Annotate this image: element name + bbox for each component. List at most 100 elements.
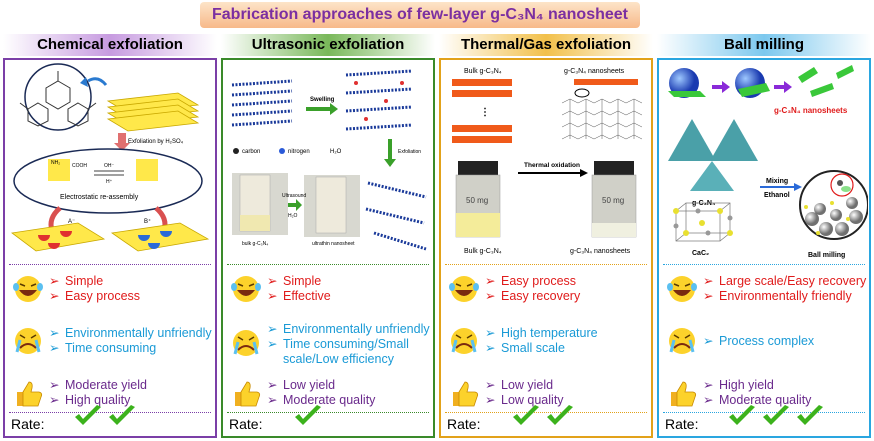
pros-group: ➢Easy process ➢Easy recovery (445, 274, 649, 308)
cooh-label: COOH (72, 163, 87, 169)
yield-item: ➢High quality (49, 393, 131, 407)
pro-item: ➢Simple (49, 274, 104, 288)
con-item: ➢Small scale (485, 341, 565, 355)
nanosheets-label: g-C₃N₄ nanosheets (774, 106, 848, 115)
svg-text:⋮: ⋮ (480, 107, 490, 118)
check-icon (797, 405, 823, 425)
yield-item: ➢Low quality (485, 393, 564, 407)
carbon-label: carbon (242, 149, 260, 155)
column-box: Exfoliation by H₂SO₄ NH₂ COOH OH⁻ H⁺ Ele… (3, 58, 217, 438)
separator (227, 264, 429, 265)
column-header: Ball milling (657, 34, 871, 56)
b-label: B⁺ (144, 218, 151, 225)
thumbs-up-icon (671, 381, 697, 407)
oh-label: OH⁻ (104, 163, 115, 169)
thumbs-up-icon (235, 381, 261, 407)
ethanol-label: Ethanol (764, 192, 790, 199)
column-header: Ultrasonic exfoliation (221, 34, 435, 56)
separator (663, 412, 865, 413)
pro-item: ➢Easy recovery (485, 289, 581, 303)
ballmilling-label: Ball milling (808, 252, 845, 259)
ultrathin-label: ultrathin nanosheet (312, 241, 355, 247)
laughing-emoji-icon (667, 276, 697, 302)
separator (227, 412, 429, 413)
separator (9, 412, 211, 413)
con-item: ➢Time consuming/Small scale/Low efficien… (267, 337, 409, 366)
rate-checks (511, 404, 579, 433)
separator (445, 412, 647, 413)
mg-label-1: 50 mg (466, 196, 488, 205)
column-chemical-exfoliation: Chemical exfoliation (3, 34, 217, 438)
laughing-emoji-icon (231, 276, 261, 302)
nano-bottom-label: g-C₃N₄ nanosheets (570, 248, 631, 255)
cons-group: ➢High temperature ➢Small scale (445, 326, 649, 360)
crying-emoji-icon (451, 328, 477, 354)
check-icon (513, 405, 539, 425)
chemical-exfoliation-figure: Exfoliation by H₂SO₄ NH₂ COOH OH⁻ H⁺ Ele… (10, 63, 210, 252)
con-item: ➢Time consuming (49, 341, 157, 355)
column-header: Thermal/Gas exfoliation (439, 34, 653, 56)
bulk-label: bulk g-C₃N₄ (242, 241, 268, 247)
pros-group: ➢Large scale/Easy recovery ➢Environmenta… (663, 274, 867, 308)
check-icon (75, 405, 101, 425)
column-ultrasonic-exfoliation: Ultrasonic exfoliation Swelling carbon n… (221, 34, 435, 438)
check-icon (109, 405, 135, 425)
page-title: Fabrication approaches of few-layer g-C₃… (200, 2, 640, 28)
ultrasonic-exfoliation-figure: Swelling carbon nitrogen H₂O Exfoliation… (231, 69, 427, 251)
yield-item: ➢Low yield (485, 378, 554, 392)
thermal-exfoliation-figure: Bulk g-C₃N₄ ⋮ g-C₃N₄ nanosheets Thermal … (452, 68, 643, 255)
yield-item: ➢High yield (703, 378, 774, 392)
pros-group: ➢Simple ➢Effective (227, 274, 431, 308)
thumbs-up-icon (453, 381, 479, 407)
yield-item: ➢Moderate quality (703, 393, 812, 407)
yield-item: ➢Moderate quality (267, 393, 376, 407)
column-ball-milling: Ball milling g-C₃N₄ nanosheets g-C₃N₄ Mi… (657, 34, 871, 438)
con-item: ➢High temperature (485, 326, 598, 340)
yield-item: ➢Low yield (267, 378, 336, 392)
check-icon (729, 405, 755, 425)
h2o-arrow-label: H₂O (288, 213, 298, 219)
reassembly-label: Electrostatic re-assembly (60, 194, 139, 201)
yield-group: ➢Low yield ➢Moderate quality (227, 378, 431, 412)
pro-item: ➢Large scale/Easy recovery (703, 274, 867, 288)
thumbs-up-icon (17, 381, 43, 407)
ultrasound-label: Ultrasound (282, 193, 306, 199)
separator (663, 264, 865, 265)
pro-item: ➢Environmentally friendly (703, 289, 852, 303)
rate-checks (73, 404, 141, 433)
thermal-label: Thermal oxidation (524, 162, 580, 169)
separator (445, 264, 647, 265)
nano-top-label: g-C₃N₄ nanosheets (564, 68, 625, 75)
nh2-label: NH₂ (51, 160, 60, 166)
rate-label: Rate: (229, 416, 263, 432)
column-box: Swelling carbon nitrogen H₂O Exfoliation… (221, 58, 435, 438)
nitrogen-label: nitrogen (288, 149, 310, 155)
yield-group: ➢Low yield ➢Low quality (445, 378, 649, 412)
check-icon (547, 405, 573, 425)
pro-item: ➢Easy process (49, 289, 141, 303)
ball-milling-figure: g-C₃N₄ nanosheets g-C₃N₄ Mixing Ethanol … (668, 65, 868, 259)
bulk-bottom-label: Bulk g-C₃N₄ (464, 248, 502, 255)
cons-group: ➢Environmentally unfriendly ➢Time consum… (9, 326, 213, 360)
crying-emoji-icon (233, 330, 259, 356)
rate-label: Rate: (447, 416, 481, 432)
check-icon (295, 405, 321, 425)
yield-group: ➢High yield ➢Moderate quality (663, 378, 867, 412)
check-icon (763, 405, 789, 425)
yield-group: ➢Moderate yield ➢High quality (9, 378, 213, 412)
con-item: ➢Process complex (703, 334, 815, 348)
mixing-label: Mixing (766, 178, 788, 185)
column-box: Bulk g-C₃N₄ ⋮ g-C₃N₄ nanosheets Thermal … (439, 58, 653, 438)
cons-group: ➢Environmentally unfriendly ➢Time consum… (227, 322, 431, 368)
exfoliation-label: Exfoliation (398, 149, 421, 155)
bulk-top-label: Bulk g-C₃N₄ (464, 68, 502, 75)
column-thermal-gas-exfoliation: Thermal/Gas exfoliation Bulk g-C₃N₄ ⋮ g-… (439, 34, 653, 438)
exfoliation-label: Exfoliation by H₂SO₄ (128, 139, 184, 145)
rate-checks (293, 404, 327, 433)
swelling-label: Swelling (310, 97, 335, 103)
separator (9, 264, 211, 265)
a-label: A⁻ (68, 219, 75, 225)
rate-label: Rate: (11, 416, 45, 432)
crying-emoji-icon (669, 328, 695, 354)
h2o-legend-label: H₂O (330, 149, 342, 155)
